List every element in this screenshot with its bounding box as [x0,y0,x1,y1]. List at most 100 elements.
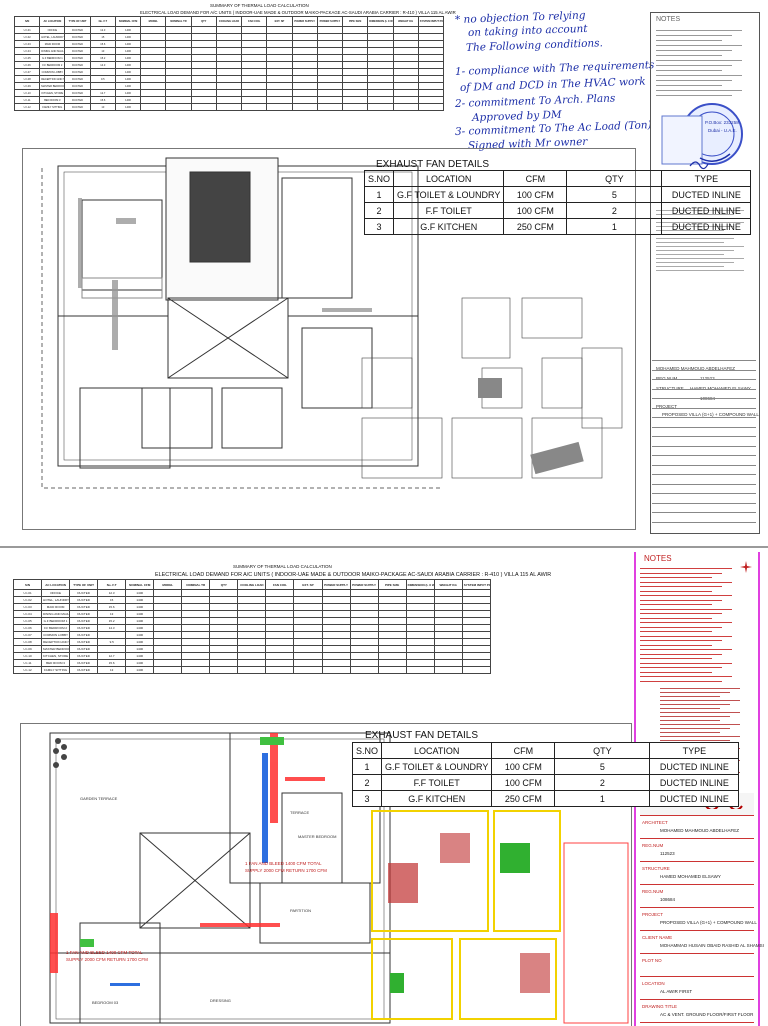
calc-cell [293,631,323,639]
calc-cell [291,89,318,97]
summary-subtitle: ELECTRICAL LOAD DEMAND FOR A/C UNITS ( I… [140,10,456,15]
unit-sub-2: SUPPLY 2000 CFM RETURN 1700 CFM [66,957,148,962]
calc-cell [209,610,239,618]
calc-cell [321,617,351,625]
calc-cell: 1400 [114,26,142,34]
calc-cell [215,26,243,34]
calc-cell [321,652,351,660]
calc-cell [392,75,419,83]
calc-cell [349,645,379,653]
calc-cell: 1400 [125,666,155,674]
title-block-rule [640,838,754,839]
exhaust-title: EXHAUST FAN DETAILS [376,159,489,170]
note-line [640,572,722,574]
exhaust-cell: 100 CFM [503,186,568,203]
calc-cell: FAMILY SITTING [41,666,71,674]
note-line [660,696,720,697]
calc-cell [140,33,167,41]
calc-cell [190,82,217,90]
calc-cell [316,75,344,83]
calc-cell: DUCTED [69,645,99,653]
calc-cell [241,96,268,104]
exhaust-cell: 250 CFM [491,790,556,807]
calc-cell [349,589,379,597]
calc-cell: BED ROOM 3 [41,659,71,667]
calc-cell [316,103,344,111]
calc-cell [241,68,268,76]
calc-cell: 15.2 [97,617,127,625]
calc-cell [392,54,419,62]
calc-cell [190,26,217,34]
calc-cell [140,40,167,48]
calc-cell [392,26,419,34]
note-line [640,626,722,628]
calc-cell [461,645,492,653]
calc-header-cell: EXT. SP [293,579,323,590]
calc-cell [461,631,492,639]
calc-cell [461,617,492,625]
calc-cell [209,589,239,597]
note-line [656,246,744,247]
calc-cell [215,54,243,62]
calc-cell [342,103,369,111]
title-block-rule [640,930,754,931]
calc-cell [417,47,445,55]
calc-cell: U.I-07 [12,631,43,639]
calc-cell [266,96,293,104]
calc-cell: 13 [89,103,116,111]
calc-cell [321,624,351,632]
calc-cell: U.I-04 [12,610,43,618]
title-block-rule [652,483,756,485]
calc-cell [316,82,344,90]
calc-cell [392,33,419,41]
exhaust-title-2: EXHAUST FAN DETAILS [365,730,478,741]
calc-cell [342,96,369,104]
calc-cell [417,89,445,97]
note-line [656,238,734,239]
calc-cell: KITCHEN, STORE [39,89,66,97]
calc-cell [392,61,419,69]
note-line [660,716,730,717]
note-line [660,724,740,725]
calc-cell [433,659,463,667]
calc-cell [153,659,183,667]
calc-cell [417,103,445,111]
title-block-value: HAMED MOHAMED ELSAWY [660,874,721,879]
calc-cell: DUCTED [69,638,99,646]
calc-cell [349,659,379,667]
exhaust-header-cell: QTY [554,742,651,759]
title-block-label: PLOT NO [642,958,662,963]
calc-cell [293,589,323,597]
note-line [656,45,742,46]
calc-cell [461,659,492,667]
calc-cell [342,68,369,76]
calc-cell: 1400 [114,47,142,55]
calc-cell [153,617,183,625]
calc-cell: U.I-11 [13,96,41,104]
calc-header-cell: WEIGHT KG [392,16,419,27]
calc-cell [190,103,217,111]
calc-header-cell: NOMINAL TR [181,579,211,590]
title-block-rule [652,474,756,475]
tb-reg: 112523 [700,376,715,381]
calc-cell [367,40,394,48]
note-line [656,55,722,56]
calc-cell [265,638,295,646]
calc-cell [377,610,407,618]
calc-cell [165,33,192,41]
calc-cell: MASTER BEDROOM [41,645,71,653]
note-line [660,728,730,729]
calc-cell [190,68,217,76]
calc-cell [321,589,351,597]
drawing-sheet-top: SUMMARY OF THERMAL LOAD CALCULATION ELEC… [13,3,760,534]
calc-cell [181,624,211,632]
calc-cell [140,68,167,76]
calc-cell [377,645,407,653]
note-line [640,662,732,664]
calc-cell [165,47,192,55]
